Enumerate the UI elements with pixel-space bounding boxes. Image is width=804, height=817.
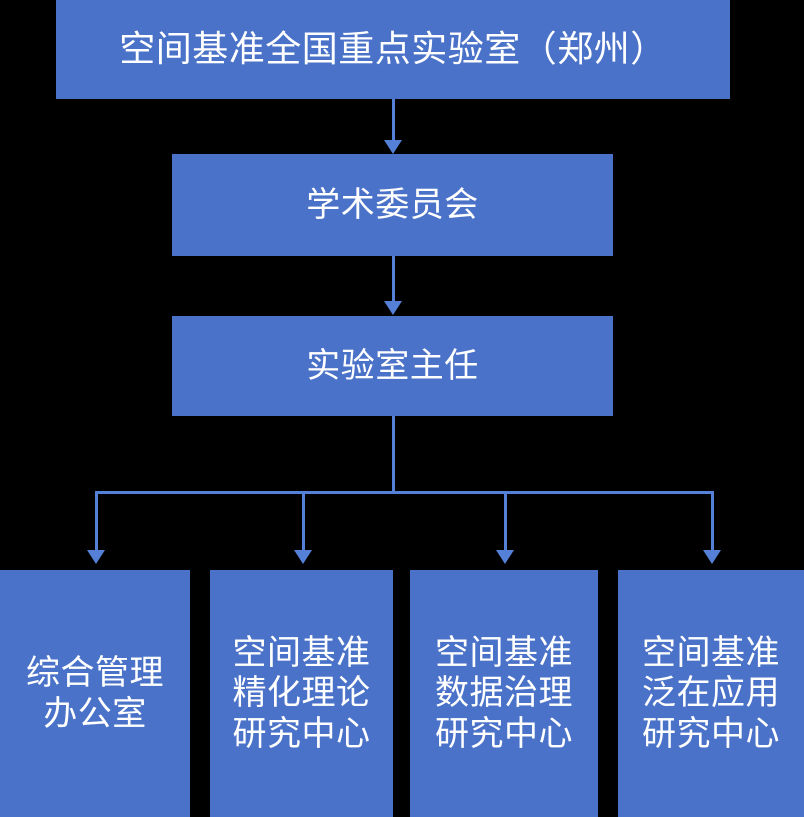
edge-director-bus	[95, 491, 714, 494]
edge-director-to-office-arrowhead	[87, 550, 105, 564]
edge-director-to-theory-line	[302, 491, 305, 551]
edge-director-stem	[392, 416, 395, 494]
edge-director-to-data-line	[504, 491, 507, 551]
node-root-laboratory[interactable]: 空间基准全国重点实验室（郑州）	[56, 0, 730, 99]
edge-director-to-ubiquitous-arrowhead	[703, 550, 721, 564]
node-lab-director[interactable]: 实验室主任	[172, 316, 613, 416]
edge-director-to-office-line	[95, 491, 98, 551]
edge-root-to-academic-arrowhead	[384, 140, 402, 154]
node-general-office[interactable]: 综合管理 办公室	[0, 570, 190, 817]
edge-director-to-ubiquitous-line	[711, 491, 714, 551]
edge-director-to-theory-arrowhead	[294, 550, 312, 564]
edge-academic-to-director-line	[392, 256, 395, 302]
node-ubiquitous-application-center[interactable]: 空间基准 泛在应用 研究中心	[618, 570, 804, 817]
node-data-governance-center[interactable]: 空间基准 数据治理 研究中心	[410, 570, 598, 817]
node-academic-committee[interactable]: 学术委员会	[172, 154, 613, 256]
edge-root-to-academic-line	[392, 99, 395, 141]
edge-academic-to-director-arrowhead	[384, 301, 402, 315]
edge-director-to-data-arrowhead	[496, 550, 514, 564]
node-refinement-theory-center[interactable]: 空间基准 精化理论 研究中心	[210, 570, 393, 817]
